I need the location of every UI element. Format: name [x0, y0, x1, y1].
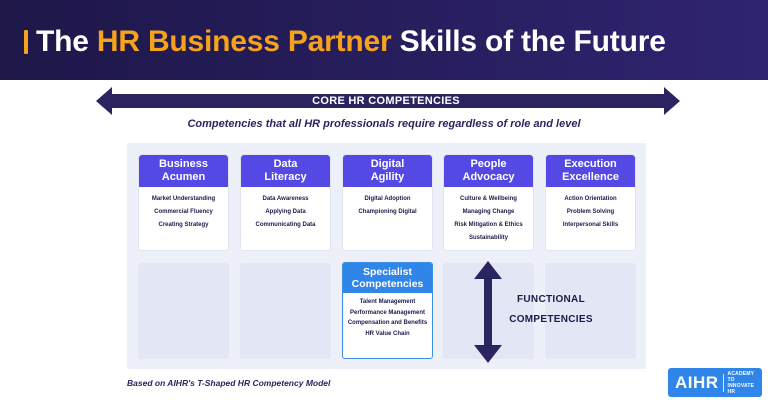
list-item: HR Value Chain [365, 330, 410, 337]
card-title: Business Acumen [139, 155, 228, 187]
card-title: People Advocacy [444, 155, 533, 187]
list-item: Championing Digital [358, 209, 417, 215]
card-title-line2: Excellence [562, 171, 619, 183]
card-title: Specialist Competencies [343, 263, 432, 293]
card-title-line1: Business [159, 158, 208, 170]
logo-wordmark: AIHR [675, 372, 719, 392]
logo-divider [722, 373, 724, 392]
core-competencies-subtitle: Competencies that all HR professionals r… [187, 118, 581, 130]
list-item: Market Understanding [151, 196, 216, 202]
card-title-line2: Agility [370, 171, 405, 183]
card-title: Digital Agility [343, 155, 432, 187]
card-title: Execution Excellence [546, 155, 635, 187]
functional-competencies-label: FUNCTIONAL COMPETENCIES [508, 290, 594, 330]
empty-slot [138, 263, 229, 359]
card-data-literacy: Data Literacy Data Awareness Applying Da… [240, 154, 331, 251]
card-title: Data Literacy [241, 155, 330, 187]
card-title-line1: Specialist [362, 266, 413, 278]
header-banner: The HR Business Partner Skills of the Fu… [0, 0, 768, 80]
list-item: Compensation and Benefits [347, 320, 428, 326]
card-execution-excellence: Execution Excellence Action Orientation … [545, 154, 636, 251]
functional-label-line2: COMPETENCIES [509, 314, 593, 325]
list-item: Creating Strategy [158, 222, 209, 228]
list-item: Culture & Wellbeing [460, 196, 517, 202]
list-item: Problem Solving [566, 209, 615, 215]
list-item: Interpersonal Skills [562, 222, 619, 228]
card-digital-agility: Digital Agility Digital Adoption Champio… [342, 154, 433, 251]
source-footnote: Based on AIHR's T-Shaped HR Competency M… [127, 378, 331, 388]
title-prefix: The [36, 25, 97, 58]
list-item: Performance Management [349, 309, 426, 316]
card-item-list: Digital Adoption Championing Digital [343, 187, 432, 219]
title-accent: HR Business Partner [96, 25, 392, 58]
list-item: Sustainability [468, 235, 508, 241]
list-item: Managing Change [462, 209, 515, 215]
page-title: The HR Business Partner Skills of the Fu… [36, 22, 666, 62]
core-competencies-label: CORE HR COMPETENCIES [312, 95, 460, 107]
card-title-line1: Data [273, 158, 298, 170]
list-item: Applying Data [265, 209, 306, 215]
list-item: Talent Management [359, 299, 416, 305]
list-item: Risk Mitigation & Ethics [454, 222, 523, 228]
card-specialist-competencies: Specialist Competencies Talent Managemen… [342, 262, 433, 359]
card-item-list: Culture & Wellbeing Managing Change Risk… [444, 187, 533, 245]
empty-slot [240, 263, 331, 359]
card-title-line2: Advocacy [462, 171, 515, 183]
card-item-list: Data Awareness Applying Data Communicati… [241, 187, 330, 232]
list-item: Communicating Data [255, 222, 316, 228]
card-title-line2: Acumen [161, 171, 206, 183]
card-item-list: Talent Management Performance Management… [343, 293, 432, 339]
logo-tagline: ACADEMY TO INNOVATE HR [728, 371, 762, 395]
functional-double-arrow-icon [474, 261, 502, 363]
card-business-acumen: Business Acumen Market Understanding Com… [138, 154, 229, 251]
list-item: Commercial Fluency [154, 209, 213, 215]
list-item: Data Awareness [262, 196, 309, 202]
card-title-line1: People [470, 158, 507, 170]
logo-tagline-line2: INNOVATE HR [727, 382, 755, 395]
title-accent-bar [24, 30, 28, 54]
card-title-line2: Literacy [264, 171, 307, 183]
empty-slot [545, 263, 636, 359]
logo-tagline-line1: ACADEMY TO [727, 370, 755, 383]
card-title-line1: Execution [564, 158, 617, 170]
aihr-logo: AIHR ACADEMY TO INNOVATE HR [668, 368, 762, 397]
list-item: Digital Adoption [364, 196, 411, 202]
list-item: Action Orientation [564, 196, 617, 202]
title-suffix: Skills of the Future [391, 25, 666, 58]
functional-label-line1: FUNCTIONAL [517, 294, 585, 305]
card-people-advocacy: People Advocacy Culture & Wellbeing Mana… [443, 154, 534, 251]
card-title-line2: Competencies [351, 278, 424, 290]
core-double-arrow-icon [96, 87, 680, 115]
card-title-line1: Digital [370, 158, 405, 170]
card-item-list: Action Orientation Problem Solving Inter… [546, 187, 635, 232]
card-item-list: Market Understanding Commercial Fluency … [139, 187, 228, 232]
